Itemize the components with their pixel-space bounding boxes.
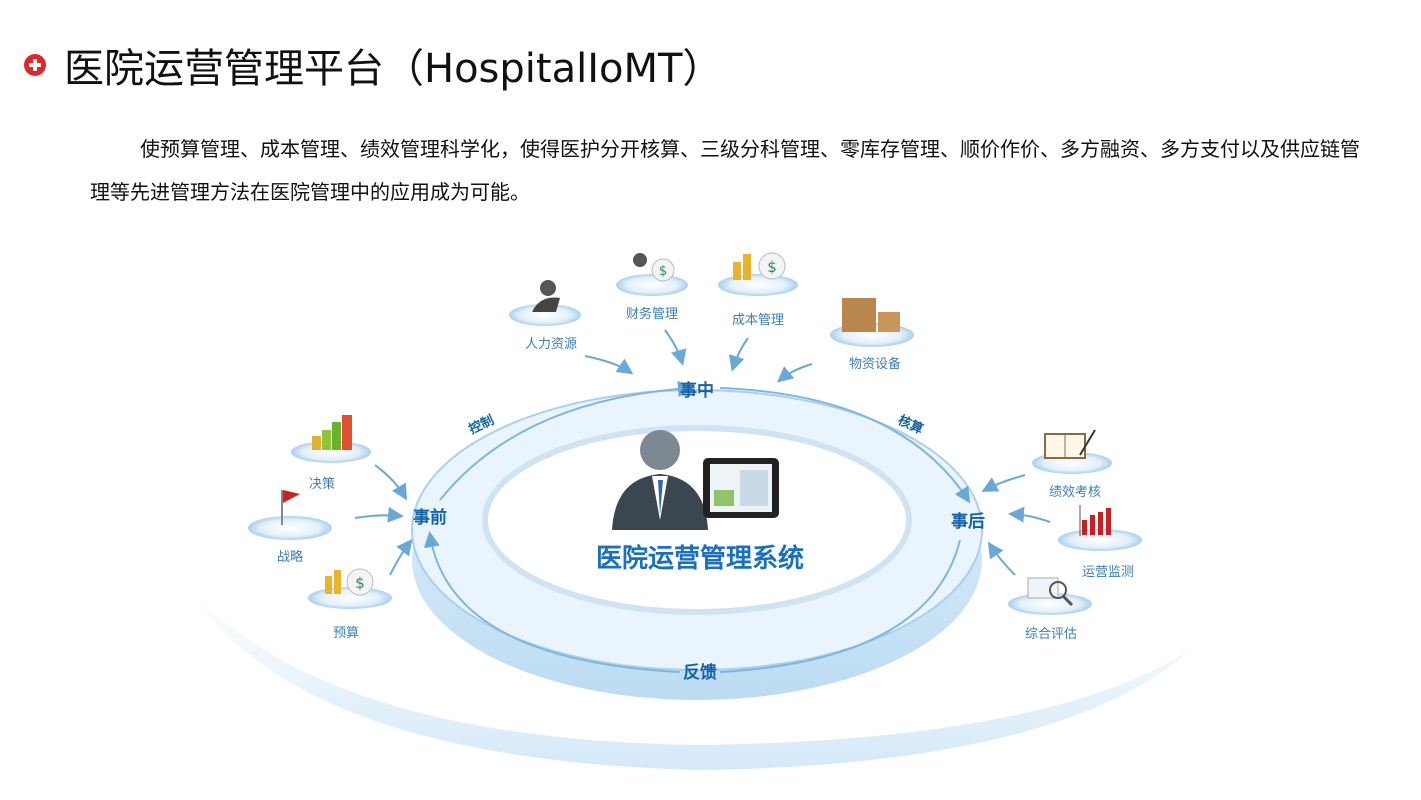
stage-after: 事后 <box>951 512 985 532</box>
title-row: 医院运营管理平台（HospitalIoMT） <box>24 36 722 94</box>
svg-text:物资设备: 物资设备 <box>849 356 901 372</box>
node-strategy: 战略 <box>248 490 332 565</box>
magnifier-chart-icon <box>1027 577 1074 607</box>
notebook-icon <box>1044 429 1096 459</box>
money-bag-icon: $ <box>325 568 374 596</box>
node-finance: $ 财务管理 <box>616 253 688 322</box>
svg-text:战略: 战略 <box>277 549 303 565</box>
svg-text:决策: 决策 <box>309 476 335 492</box>
svg-text:预算: 预算 <box>333 626 359 641</box>
person-icon <box>540 280 556 296</box>
stage-before: 事前 <box>413 507 447 528</box>
node-monitoring: 运营监测 <box>1058 505 1142 580</box>
node-materials: 物资设备 <box>830 298 914 372</box>
coins-money-icon <box>733 262 741 280</box>
page-title: 医院运营管理平台（HospitalIoMT） <box>64 46 723 92</box>
node-performance: 绩效考核 <box>1032 429 1112 500</box>
svg-text:运营监测: 运营监测 <box>1082 565 1134 580</box>
node-human-resources: 人力资源 <box>509 280 581 352</box>
node-budget: $ 预算 <box>308 568 392 641</box>
person-money-icon <box>633 253 647 267</box>
node-decision: 决策 <box>291 415 371 492</box>
boxes-icon <box>842 298 876 332</box>
intro-paragraph: 使预算管理、成本管理、绩效管理科学化，使得医护分开核算、三级分科管理、零库存管理… <box>90 137 1360 204</box>
center-title: 医院运营管理系统 <box>596 543 804 574</box>
red-cross-circle-icon <box>24 54 46 76</box>
svg-text:成本管理: 成本管理 <box>732 313 784 328</box>
flag-icon <box>281 490 300 525</box>
feed-arrows <box>354 329 1051 576</box>
bar-chart-icon <box>312 415 352 450</box>
svg-text:人力资源: 人力资源 <box>525 337 577 352</box>
svg-text:$: $ <box>659 264 667 279</box>
stage-during: 事中 <box>680 380 714 401</box>
svg-text:绩效考核: 绩效考核 <box>1049 485 1101 500</box>
node-cost: $ 成本管理 <box>718 252 798 328</box>
svg-text:$: $ <box>767 258 777 276</box>
manager-icon <box>612 430 708 530</box>
tablet-icon <box>703 458 779 518</box>
rising-bars-icon <box>1079 505 1111 536</box>
svg-text:$: $ <box>355 574 365 592</box>
base-swoosh <box>190 590 1190 770</box>
stage-feedback: 反馈 <box>683 662 717 683</box>
node-evaluation: 综合评估 <box>1008 577 1092 642</box>
svg-text:综合评估: 综合评估 <box>1025 627 1077 642</box>
svg-text:财务管理: 财务管理 <box>626 306 678 322</box>
